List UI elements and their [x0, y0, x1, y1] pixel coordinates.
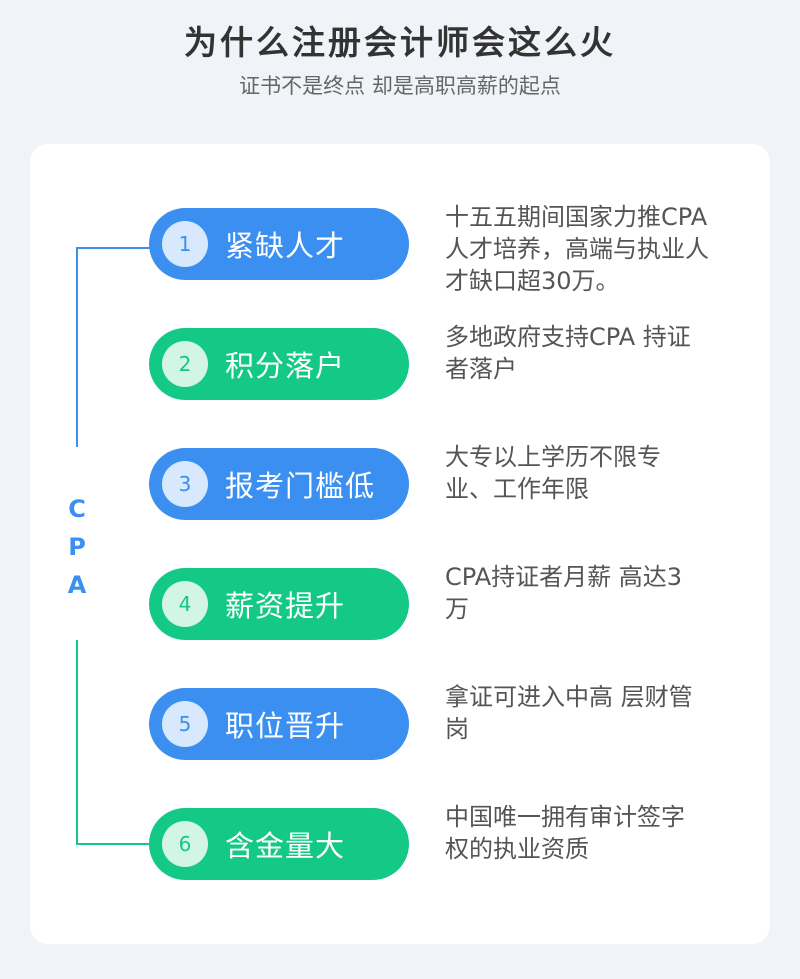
description-line: 十五五期间国家力推CPA — [445, 203, 708, 231]
page-subtitle: 证书不是终点 却是高职高薪的起点 — [239, 74, 561, 98]
description-line: 多地政府支持CPA 持证 — [445, 323, 691, 351]
connector-line-blue-vertical — [76, 247, 78, 447]
cpa-letter: C — [68, 495, 86, 523]
description-line: 者落户 — [445, 355, 517, 383]
description-line: 拿证可进入中高 层财管 — [445, 683, 693, 711]
feature-label: 紧缺人才 — [225, 229, 346, 263]
feature-label: 职位晋升 — [225, 709, 346, 743]
number-badge: 3 — [162, 461, 208, 507]
cpa-vertical-label: C P A — [64, 490, 90, 604]
connector-line-green-horizontal — [76, 843, 150, 845]
content-card — [30, 144, 770, 944]
cpa-letter: A — [67, 571, 87, 599]
description-line: 岗 — [445, 715, 469, 743]
feature-pill-3: 3 报考门槛低 — [149, 448, 409, 520]
number-badge: 2 — [162, 341, 208, 387]
description-line: 大专以上学历不限专 — [445, 443, 661, 471]
feature-label: 含金量大 — [225, 829, 346, 863]
number-badge: 1 — [162, 221, 208, 267]
number-badge: 5 — [162, 701, 208, 747]
feature-pill-1: 1 紧缺人才 — [149, 208, 409, 280]
feature-description-3: 大专以上学历不限专业、工作年限 — [445, 441, 775, 505]
feature-pill-4: 4 薪资提升 — [149, 568, 409, 640]
description-line: 权的执业资质 — [445, 835, 589, 863]
feature-pill-5: 5 职位晋升 — [149, 688, 409, 760]
number-badge: 4 — [162, 581, 208, 627]
description-line: 才缺口超30万。 — [445, 267, 620, 295]
cpa-letter: P — [68, 533, 86, 561]
feature-label: 薪资提升 — [225, 589, 346, 623]
feature-label: 报考门槛低 — [225, 469, 376, 503]
connector-line-green-vertical — [76, 640, 78, 845]
page-title: 为什么注册会计师会这么火 — [184, 23, 616, 62]
feature-label: 积分落户 — [225, 349, 346, 383]
feature-description-2: 多地政府支持CPA 持证者落户 — [445, 321, 775, 385]
number-badge: 6 — [162, 821, 208, 867]
description-line: 中国唯一拥有审计签字 — [445, 803, 685, 831]
feature-description-6: 中国唯一拥有审计签字权的执业资质 — [445, 801, 775, 865]
description-line: 业、工作年限 — [445, 475, 589, 503]
feature-description-4: CPA持证者月薪 高达3 万 — [445, 561, 775, 625]
description-line: CPA持证者月薪 高达3 — [445, 563, 683, 591]
description-line: 万 — [445, 595, 469, 623]
feature-description-1: 十五五期间国家力推CPA 人才培养，高端与执业人才缺口超30万。 — [445, 201, 775, 297]
description-line: 人才培养，高端与执业人 — [445, 235, 709, 263]
connector-line-blue-horizontal — [76, 247, 150, 249]
feature-pill-2: 2 积分落户 — [149, 328, 409, 400]
feature-pill-6: 6 含金量大 — [149, 808, 409, 880]
feature-description-5: 拿证可进入中高 层财管岗 — [445, 681, 775, 745]
